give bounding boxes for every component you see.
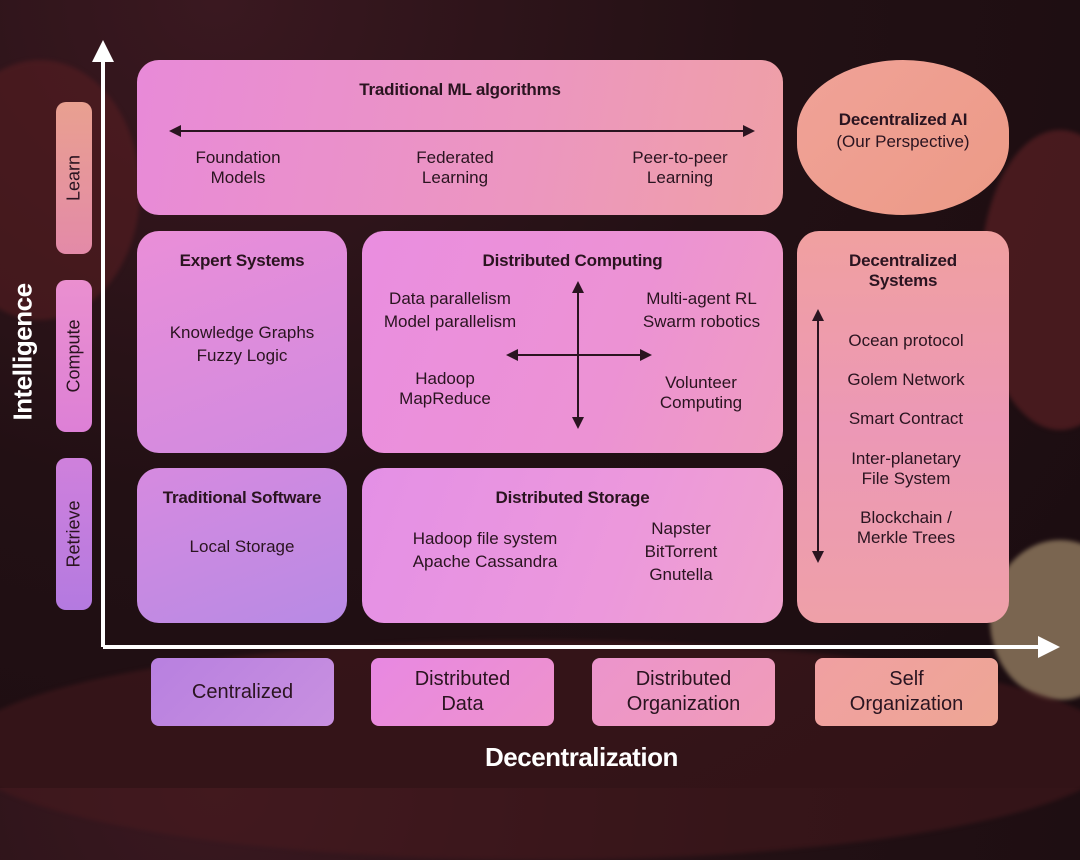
expert-systems-box: Expert Systems Knowledge Graphs Fuzzy Lo…	[137, 231, 347, 453]
knowledge-graphs-label: Knowledge Graphs	[169, 323, 315, 342]
expert-systems-title: Expert Systems	[179, 251, 305, 270]
hadoop-cassandra-label: Hadoop file system Apache Cassandra	[412, 529, 558, 571]
decentralized-ai-title: Decentralized AI	[838, 110, 968, 129]
axes-svg	[0, 0, 1080, 788]
row-label-compute: Compute	[56, 280, 92, 432]
traditional-ml-title: Traditional ML algorithms	[359, 80, 561, 99]
column-label-distributed-organization: Distributed Organization	[592, 658, 775, 726]
local-storage-label: Local Storage	[189, 537, 295, 556]
volunteer-computing-label: Volunteer Computing	[659, 373, 743, 412]
multi-agent-swarm-label: Multi-agent RL Swarm robotics	[642, 289, 761, 331]
x-axis-arrowhead	[1038, 636, 1060, 658]
row-label-retrieve: Retrieve	[56, 458, 92, 610]
traditional-software-box: Traditional Software Local Storage	[137, 468, 347, 623]
decentralized-systems-title: Decentralized Systems	[849, 251, 957, 290]
peer-to-peer-learning-label: Peer-to-peer Learning	[632, 148, 728, 187]
compute-cross-arrows-svg	[506, 281, 652, 429]
fuzzy-logic-label: Fuzzy Logic	[196, 346, 288, 365]
traditional-software-title: Traditional Software	[162, 488, 322, 507]
decentralized-systems-box: Decentralized Systems Ocean protocol Gol…	[797, 231, 1009, 623]
ipfs-label: Inter-planetary File System	[851, 449, 961, 488]
decentralized-ai-oval: Decentralized AI (Our Perspective)	[797, 60, 1009, 215]
x-axis-label: Decentralization	[485, 742, 678, 772]
column-label-self-organization: Self Organization	[815, 658, 998, 726]
column-label-distributed-data: Distributed Data	[371, 658, 554, 726]
ocean-protocol-label: Ocean protocol	[848, 331, 964, 350]
smart-contract-label: Smart Contract	[848, 409, 964, 428]
distributed-computing-title: Distributed Computing	[482, 251, 663, 270]
foundation-models-label: Foundation Models	[195, 148, 281, 187]
y-axis-arrowhead	[92, 40, 114, 62]
federated-learning-label: Federated Learning	[416, 148, 494, 187]
hadoop-mapreduce-label: Hadoop MapReduce	[399, 369, 491, 408]
distributed-computing-box: Distributed Computing Data parallelism M…	[362, 231, 783, 453]
traditional-ml-box: Traditional ML algorithms Foundation Mod…	[137, 60, 783, 215]
decentralized-ai-subtitle: (Our Perspective)	[836, 132, 970, 151]
distributed-storage-title: Distributed Storage	[495, 488, 650, 507]
column-label-centralized: Centralized	[151, 658, 334, 726]
golem-network-label: Golem Network	[847, 370, 965, 389]
p2p-storage-label: Napster BitTorrent Gnutella	[644, 519, 718, 584]
row-label-learn: Learn	[56, 102, 92, 254]
decentralized-vertical-arrow-svg	[812, 309, 824, 563]
y-axis-label: Intelligence	[7, 283, 38, 421]
ml-arrow-svg	[169, 125, 755, 137]
blockchain-merkle-label: Blockchain / Merkle Trees	[856, 508, 956, 547]
data-model-parallelism-label: Data parallelism Model parallelism	[383, 289, 517, 331]
distributed-storage-box: Distributed Storage Hadoop file system A…	[362, 468, 783, 623]
